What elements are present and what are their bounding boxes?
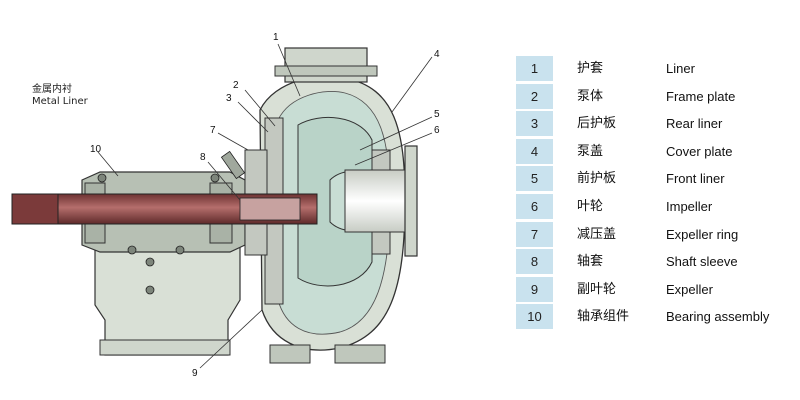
callout-8: 8 [200,152,206,163]
legend-name-zh: 减压盖 [577,226,617,242]
leader-line [359,116,433,151]
legend-name-en: Front liner [666,171,725,187]
bolt [145,285,155,295]
legend-number: 1 [516,56,553,82]
legend-name-en: Cover plate [666,143,733,159]
shaft-end [11,193,59,225]
legend-name-zh: 前护板 [577,171,617,187]
legend-name-zh: 泵体 [577,88,604,104]
legend-name-en: Liner [666,61,695,76]
legend-number: 10 [516,304,553,331]
callout-7: 7 [210,125,216,136]
legend-number: 2 [516,83,553,110]
pedestal-base [94,237,241,356]
legend-row: 10 轴承组件 Bearing assembly [516,303,796,331]
casing-foot-left [269,344,311,364]
legend-name-en: Expeller [666,281,713,297]
suction-pipe [344,169,416,233]
leader-line [217,132,249,151]
legend-row: 8 轴套 Shaft sleeve [516,248,796,276]
legend-row: 7 减压盖 Expeller ring [516,221,796,249]
leader-line [237,101,269,133]
legend-number: 8 [516,249,553,276]
callout-3: 3 [226,93,232,104]
leader-line [244,89,276,127]
gland-bolt [220,150,246,180]
casing-foot-right [334,344,386,364]
legend-row: 6 叶轮 Impeller [516,193,796,221]
suction-flange [404,145,418,257]
leader-line [207,161,241,201]
bolt [97,173,107,183]
legend-name-zh: 副叶轮 [577,281,617,297]
legend-number: 4 [516,138,553,165]
impeller [297,116,373,287]
leader-line [199,309,263,369]
callout-10: 10 [90,144,102,155]
legend-name-zh: 轴承组件 [577,309,630,325]
bolt [210,173,220,183]
legend-name-zh: 泵盖 [577,143,604,159]
legend-name-zh: 轴套 [577,254,604,270]
legend-number: 3 [516,111,553,138]
parts-legend: 1 护套 Liner 2 泵体 Frame plate 3 后护板 Rear l… [516,55,796,331]
callout-1: 1 [273,32,279,43]
metal-liner-caption-en: Metal Liner [32,96,88,107]
metal-liner-caption-zh: 金属内衬 [32,84,72,95]
pedestal-foot [99,339,231,356]
leader-line [354,132,433,166]
shaft-sleeve [239,197,301,221]
legend-name-en: Frame plate [666,88,736,104]
legend-row: 3 后护板 Rear liner [516,110,796,138]
legend-name-en: Bearing assembly [666,309,770,325]
legend-name-zh: 后护板 [577,116,617,132]
bolt [175,245,185,255]
leader-line [97,151,119,177]
legend-name-en: Expeller ring [666,226,739,242]
legend-number: 9 [516,276,553,303]
legend-number: 5 [516,166,553,193]
leader-line [277,43,301,97]
legend-row: 9 副叶轮 Expeller [516,276,796,304]
legend-number: 7 [516,221,553,248]
callout-2: 2 [233,80,239,91]
legend-name-en: Shaft sleeve [666,254,738,270]
leader-line [391,56,433,113]
bolt [145,257,155,267]
legend-name-zh: 叶轮 [577,198,604,214]
bolt [127,245,137,255]
legend-name-en: Impeller [666,198,713,214]
callout-4: 4 [434,49,440,60]
callout-6: 6 [434,125,440,136]
pump-cross-section: 1 2 3 4 5 6 7 8 9 10 [11,32,440,379]
legend-row: 5 前护板 Front liner [516,165,796,193]
callout-5: 5 [434,109,440,120]
legend-row: 4 泵盖 Cover plate [516,138,796,166]
callout-9: 9 [192,368,198,379]
discharge-flange-rim [274,65,378,77]
legend-name-en: Rear liner [666,116,723,132]
legend-name-zh: 护套 [577,61,604,76]
legend-number: 6 [516,193,553,220]
legend-row: 1 护套 Liner [516,55,796,83]
legend-row: 2 泵体 Frame plate [516,83,796,111]
discharge-flange [284,47,368,83]
